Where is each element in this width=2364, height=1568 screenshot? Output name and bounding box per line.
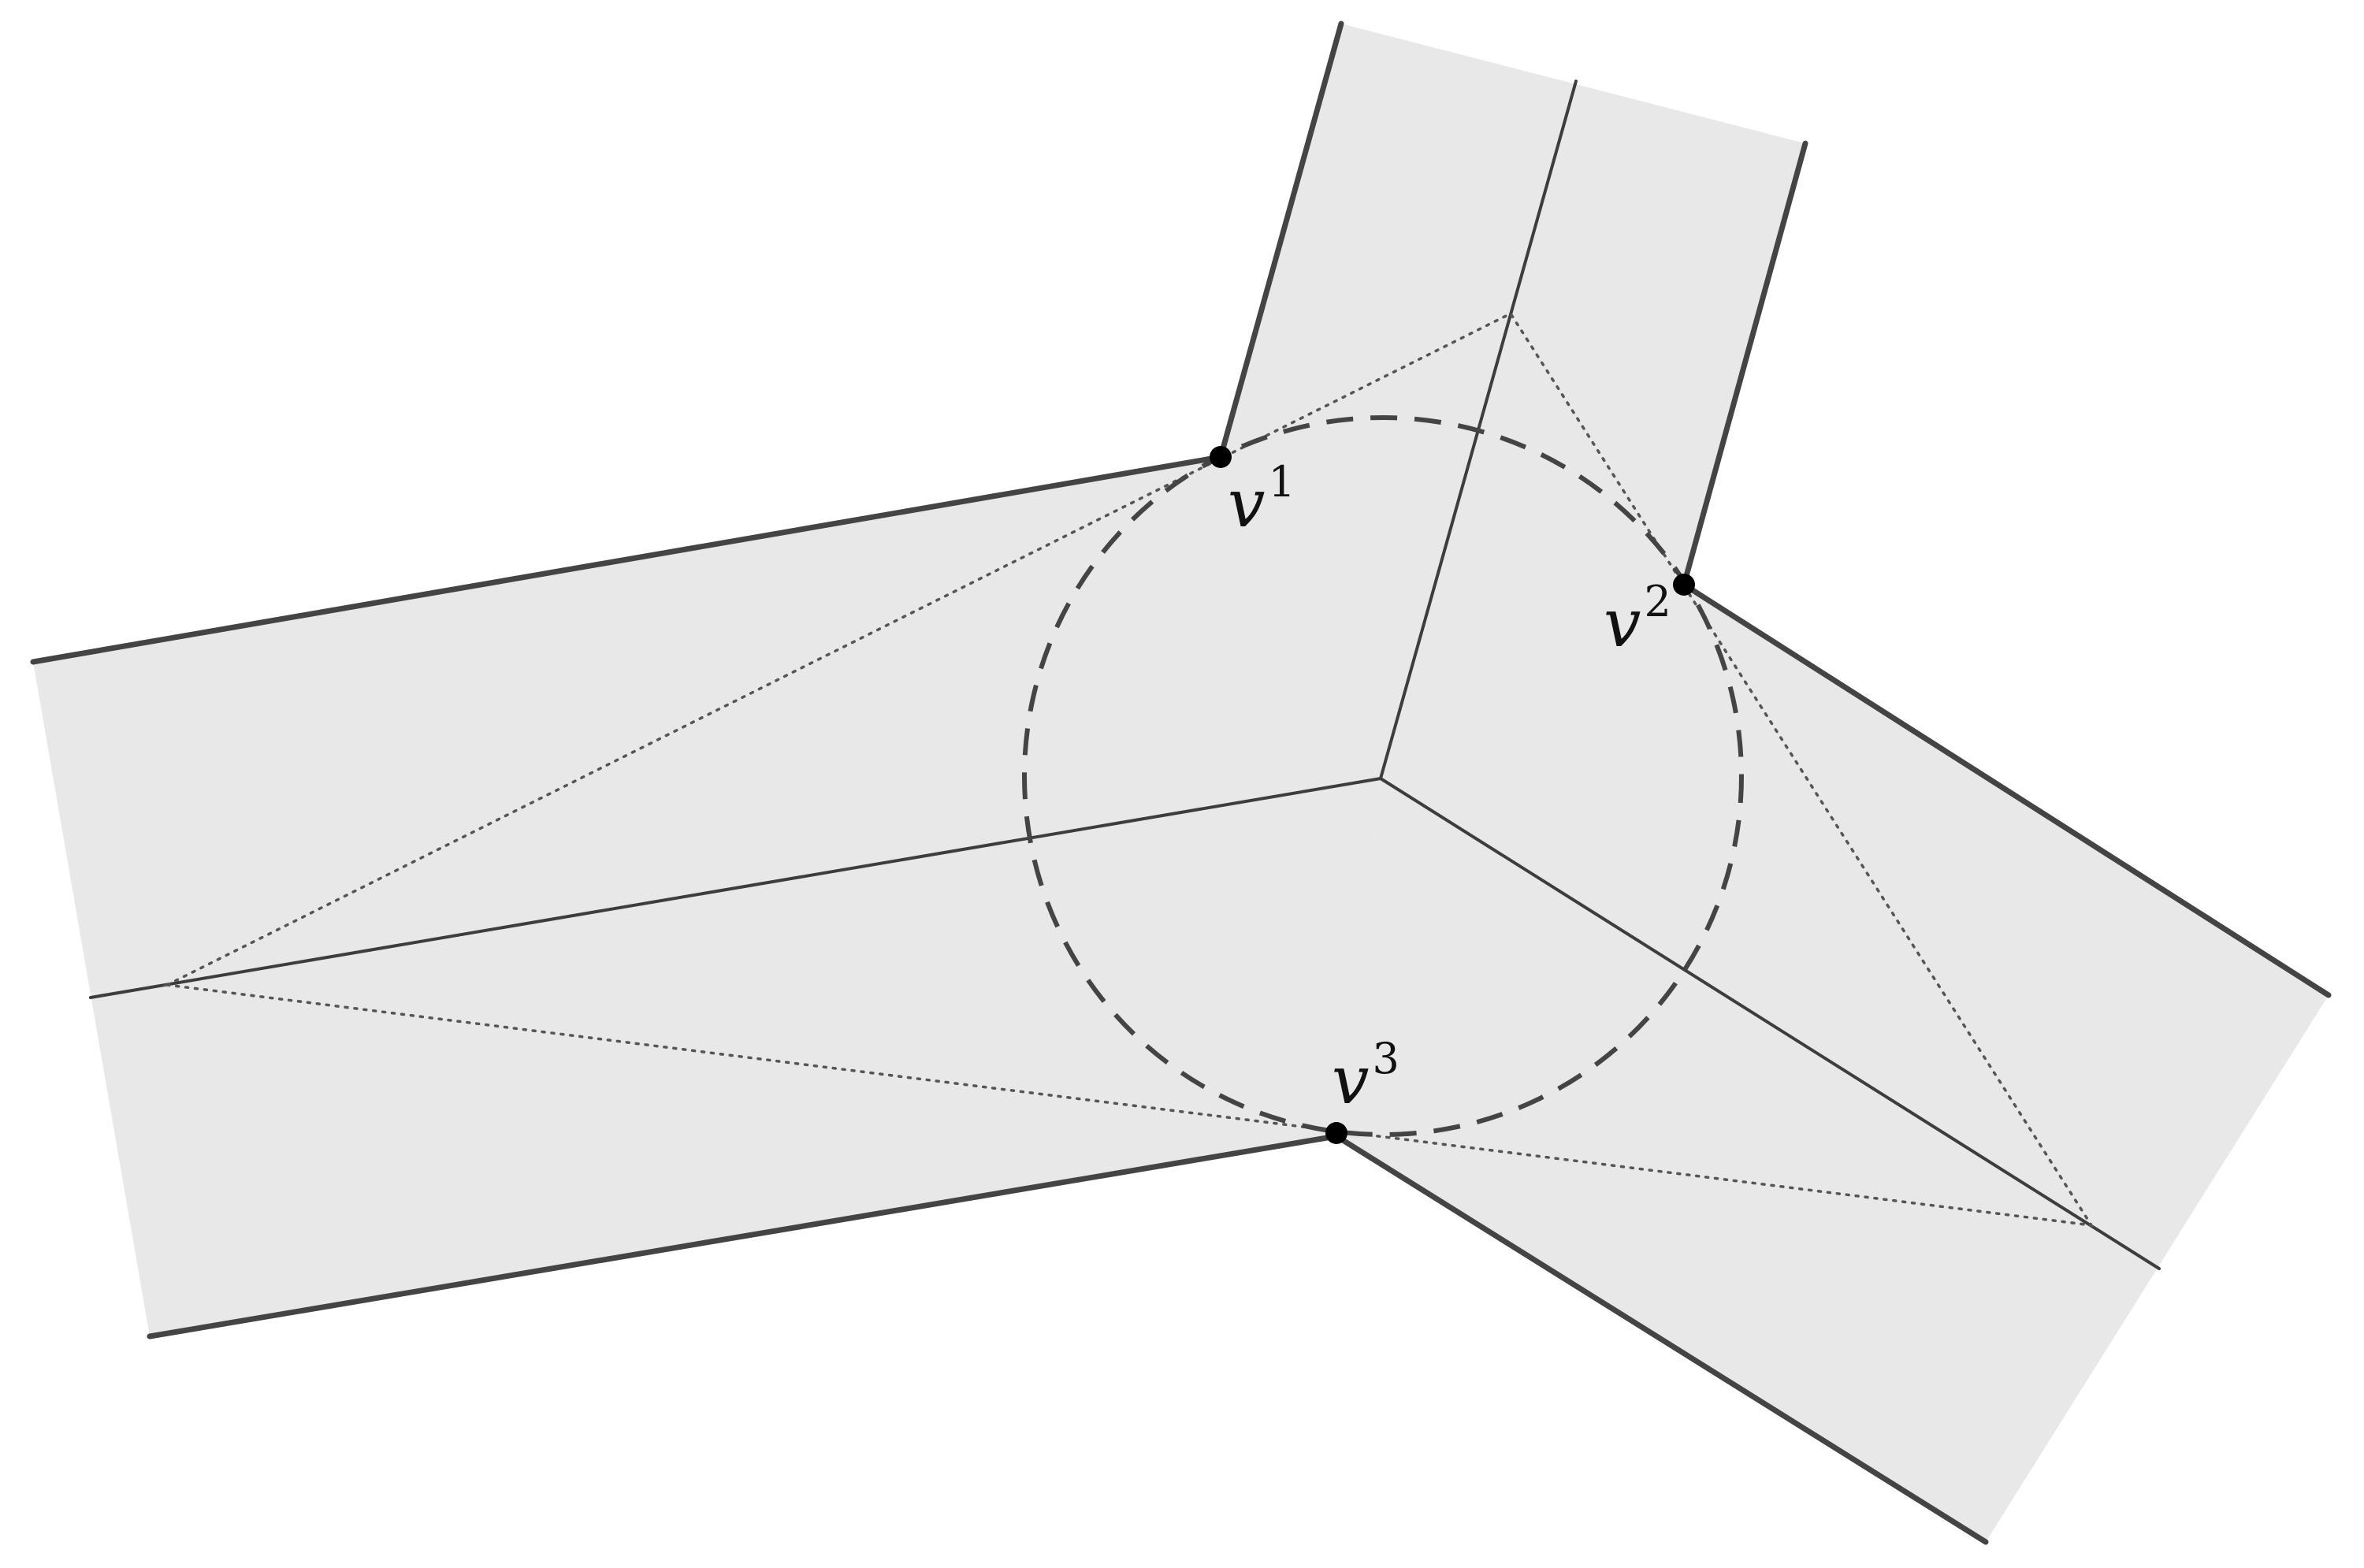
vertices bbox=[1210, 446, 1695, 1144]
vertex-v3-point bbox=[1325, 1122, 1347, 1144]
left-strip bbox=[33, 457, 1381, 1336]
centerline-left bbox=[89, 777, 1382, 999]
vertex-v3-base: v bbox=[1332, 1042, 1369, 1119]
vertex-v2-point bbox=[1673, 574, 1695, 596]
vertex-v1-label: v1 bbox=[1228, 457, 1295, 542]
vertex-v2-sup: 2 bbox=[1644, 577, 1671, 626]
vertex-v2-label: v2 bbox=[1604, 577, 1671, 662]
vertex-v1-point bbox=[1210, 446, 1232, 468]
vertex-labels: v1 v2 v3 bbox=[1228, 457, 1671, 1119]
centerline-right bbox=[1379, 777, 2161, 1270]
vertex-v2-base: v bbox=[1604, 585, 1641, 662]
boundary-top-right bbox=[1681, 140, 1808, 588]
top-strip bbox=[1221, 24, 1805, 778]
boundary-lines bbox=[30, 20, 2332, 1545]
boundary-left-upper bbox=[30, 454, 1224, 665]
dotted-triangle bbox=[162, 311, 2095, 1228]
dashed-circle bbox=[1022, 415, 1744, 1137]
boundary-top-left bbox=[1217, 20, 1344, 460]
vertex-v1-base: v bbox=[1228, 465, 1265, 542]
boundary-right-lower bbox=[1333, 1133, 1989, 1545]
vertex-v3-sup: 3 bbox=[1372, 1034, 1399, 1083]
shaded-regions bbox=[33, 24, 2329, 1542]
vertex-v3-label: v3 bbox=[1332, 1034, 1399, 1119]
vertex-v1-sup: 1 bbox=[1268, 457, 1295, 507]
boundary-left-lower bbox=[147, 1133, 1340, 1339]
boundary-right-upper bbox=[1681, 581, 2332, 998]
